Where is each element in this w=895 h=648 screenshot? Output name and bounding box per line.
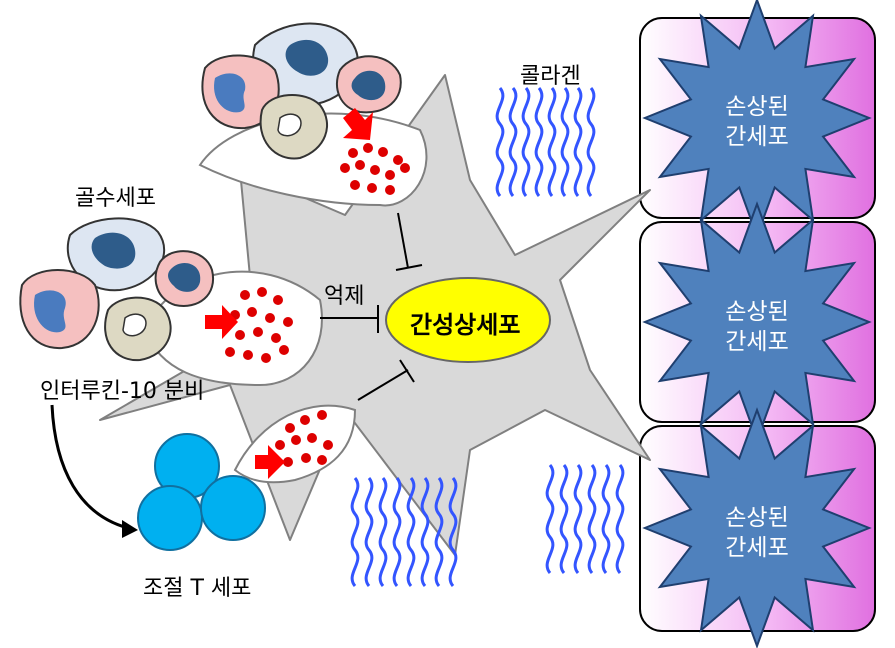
collagen-fiber-top	[534, 86, 544, 198]
cytokine-dot	[273, 295, 283, 305]
cytokine-dot	[385, 185, 395, 195]
label-regulatory-t-cell: 조절 T 세포	[143, 576, 252, 601]
cytokine-dot	[363, 143, 373, 153]
cytokine-dot	[370, 165, 380, 175]
label-collagen: 콜라겐	[520, 64, 581, 89]
damaged-hepatocyte-label-3: 손상된 간세포	[697, 503, 817, 563]
secretion-arrows	[205, 108, 373, 479]
stellate-cell-nucleus	[385, 277, 551, 363]
cytokine-dot	[317, 455, 327, 465]
collagen-fiber-bottom-right	[587, 463, 597, 575]
bone-marrow-cells-left	[19, 217, 215, 362]
cytokine-dot	[275, 440, 285, 450]
cytokine-dot	[235, 330, 245, 340]
collagen-fiber-top	[586, 86, 596, 198]
cytokine-dot	[291, 435, 301, 445]
curved-arrow	[50, 404, 138, 538]
damaged-hepatocyte-star-3	[642, 407, 872, 648]
cytokine-dot	[307, 433, 317, 443]
collagen-fiber-top	[508, 86, 518, 198]
collagen-fiber-top	[521, 86, 531, 198]
collagen-fiber-bottom-right	[559, 463, 569, 575]
cytokine-dot	[301, 453, 311, 463]
cytokine-dot	[243, 350, 253, 360]
collagen-fiber-top	[573, 86, 583, 198]
cytokine-dot	[393, 155, 403, 165]
label-hepatic-stellate-cell: 간성상세포	[410, 311, 521, 339]
cytokine-dot	[340, 163, 350, 173]
cytokine-dot	[400, 163, 410, 173]
cytokine-dot	[265, 313, 275, 323]
label-bone-marrow-cells: 골수세포	[75, 186, 156, 211]
collagen-fiber-bottom-left	[378, 476, 388, 588]
cytokine-dot	[271, 333, 281, 343]
cytokine-dot	[348, 148, 358, 158]
cytokine-dot	[225, 347, 235, 357]
cytokine-dot	[350, 180, 360, 190]
collagen-fiber-bottom-right	[615, 463, 625, 575]
collagen-fiber-top	[495, 86, 505, 198]
cytokine-dot	[253, 327, 263, 337]
label-il10-secretion: 인터루킨-10 분비	[40, 379, 205, 404]
cytokine-dot	[247, 307, 257, 317]
cytokine-dot	[261, 353, 271, 363]
cytokine-dot	[283, 457, 293, 467]
cytokine-dots	[225, 143, 410, 467]
cytokine-dot	[317, 410, 327, 420]
cytokine-dot	[355, 160, 365, 170]
cytokine-dot	[323, 440, 333, 450]
collagen-fiber-bottom-left	[364, 476, 374, 588]
collagen-fiber-top	[547, 86, 557, 198]
damaged-hepatocyte-label-2-line2: 간세포	[725, 329, 789, 355]
collagen-fiber-bottom-left	[392, 476, 402, 588]
damaged-hepatocyte-label-2: 손상된 간세포	[697, 297, 817, 357]
damaged-hepatocyte-label-1: 손상된 간세포	[697, 92, 817, 152]
damaged-hepatocyte-stars	[642, 0, 872, 648]
cytokine-dot	[257, 287, 267, 297]
collagen-fiber-bottom-left	[350, 476, 360, 588]
damaged-hepatocyte-label-1-line2: 간세포	[725, 124, 789, 150]
damaged-hepatocyte-label-1-line1: 손상된	[725, 94, 789, 120]
collagen-fiber-top	[560, 86, 570, 198]
collagen-fiber-bottom-right	[601, 463, 611, 575]
cytokine-dot	[385, 170, 395, 180]
cytokine-dot	[283, 317, 293, 327]
inhibition-lines	[320, 212, 423, 401]
cytokine-dot	[279, 345, 289, 355]
cytokine-dot	[300, 415, 310, 425]
cytokine-dot	[285, 423, 295, 433]
label-inhibition: 억제	[324, 284, 365, 309]
collagen-fiber-bottom-right	[545, 463, 555, 575]
collagen-fiber-bottom-right	[573, 463, 583, 575]
damaged-hepatocyte-label-2-line1: 손상된	[725, 299, 789, 325]
damaged-hepatocyte-label-3-line2: 간세포	[725, 535, 789, 561]
regulatory-t-cells	[137, 433, 266, 551]
cytokine-dot	[378, 147, 388, 157]
bone-marrow-cells-top	[201, 22, 402, 160]
cytokine-dot	[240, 290, 250, 300]
cytokine-dot	[367, 183, 377, 193]
damaged-hepatocyte-label-3-line1: 손상된	[725, 505, 789, 531]
